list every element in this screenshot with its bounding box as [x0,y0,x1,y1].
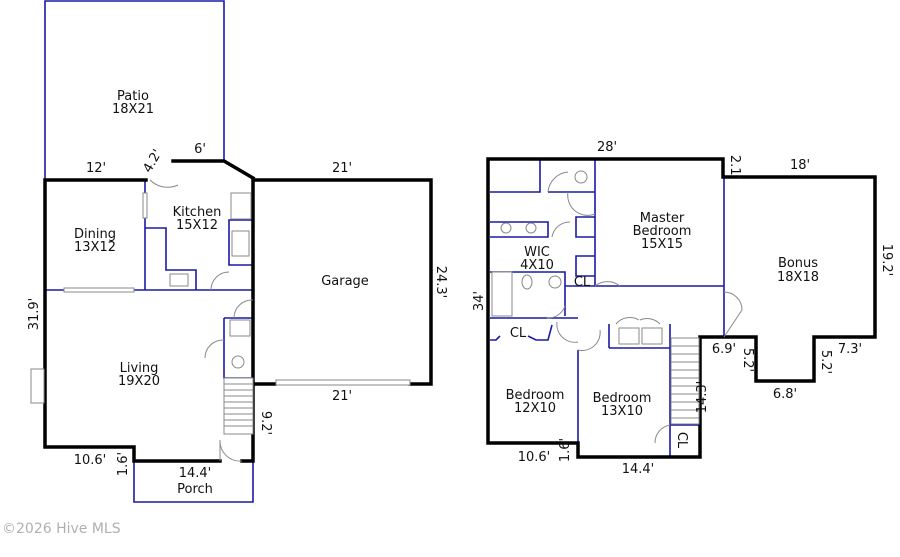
upper-exterior-walls [486,157,877,459]
dryer [641,327,663,345]
room-size: 18X18 [777,270,819,285]
room-name: WIC [524,245,550,260]
watermark: ©2026 Hive MLS [2,521,121,537]
room-name: Porch [177,482,213,497]
washer [618,327,640,345]
room-size: 13X10 [601,404,643,419]
dimension: 14.4' [179,466,212,481]
window [142,192,148,219]
dimension: 21' [332,161,352,176]
refrigerator [230,192,252,220]
room-name: Dining [74,227,116,242]
vanity-sink [525,222,537,234]
patio-outline [44,0,225,180]
room-name: Kitchen [173,205,222,220]
bath-sink [548,275,562,289]
dimension: 34' [472,291,487,311]
dimension: 10.6' [74,453,107,468]
dimension: 24.3' [433,266,448,299]
dimension: 4.2' [140,147,165,176]
room-name: Bedroom [593,391,652,406]
dimension: 21' [332,389,352,404]
dimension: 1.6' [558,438,573,462]
room-name: Living [120,361,159,376]
closet-label: CL [574,275,591,290]
toilet [521,274,533,290]
garage-door [275,379,411,386]
dimension: 14.3' [695,381,710,414]
dimension: 5.2' [818,350,833,374]
dimension: 5.2' [740,348,755,372]
stove [231,230,250,257]
room-size: 15X15 [641,237,683,252]
room-name: Bedroom [633,224,692,239]
interior-walls [45,180,253,379]
dimension: 9.2' [258,411,273,435]
closet-label: CL [510,326,527,341]
dimension: 1.6' [116,452,131,476]
room-name: Garage [321,274,369,289]
bath-sink [229,319,251,337]
dimension: 31.9' [27,298,42,331]
bathtub [491,271,513,317]
dimension: 6' [194,142,206,157]
room-size: 15X12 [176,218,218,233]
door-swings [149,179,254,462]
dimension: 6.9' [712,342,736,357]
dimension: 10.6' [518,450,551,465]
main-floor: Patio 18X21 Dining 13X12 Kitchen 15X12 G… [27,0,448,503]
room-size: 4X10 [520,258,554,273]
dimension: 7.3' [838,342,862,357]
room-size: 13X12 [74,240,116,255]
dimension: 14.4' [622,462,655,477]
main-stairs [223,377,254,435]
toilet [574,170,588,184]
dimension: 12' [86,161,106,176]
room-size: 19X20 [118,374,160,389]
room-name: Patio [117,89,149,104]
dimension: 6.8' [773,387,797,402]
vanity-sink [500,222,512,234]
room-name: Master [640,211,685,226]
main-exterior-walls [43,159,433,463]
door-swings [546,171,743,444]
room-size: 18X21 [112,102,154,117]
room-name: Bonus [778,256,818,271]
closet-label: CL [674,432,689,449]
porch-outline [133,461,254,503]
fireplace [30,368,45,404]
room-name: Bedroom [506,388,565,403]
dimension: 28' [597,140,617,155]
upper-stairs [670,337,700,425]
dimension: 2.1' [727,155,742,179]
kitchen-sink [169,273,189,287]
toilet [231,355,245,369]
dimension: 19.2' [879,244,894,277]
room-size: 12X10 [514,401,556,416]
upper-floor: Master Bedroom 15X15 Bonus 18X18 WIC 4X1… [472,140,894,477]
sliding-door [63,287,135,293]
dimension: 18' [790,158,810,173]
